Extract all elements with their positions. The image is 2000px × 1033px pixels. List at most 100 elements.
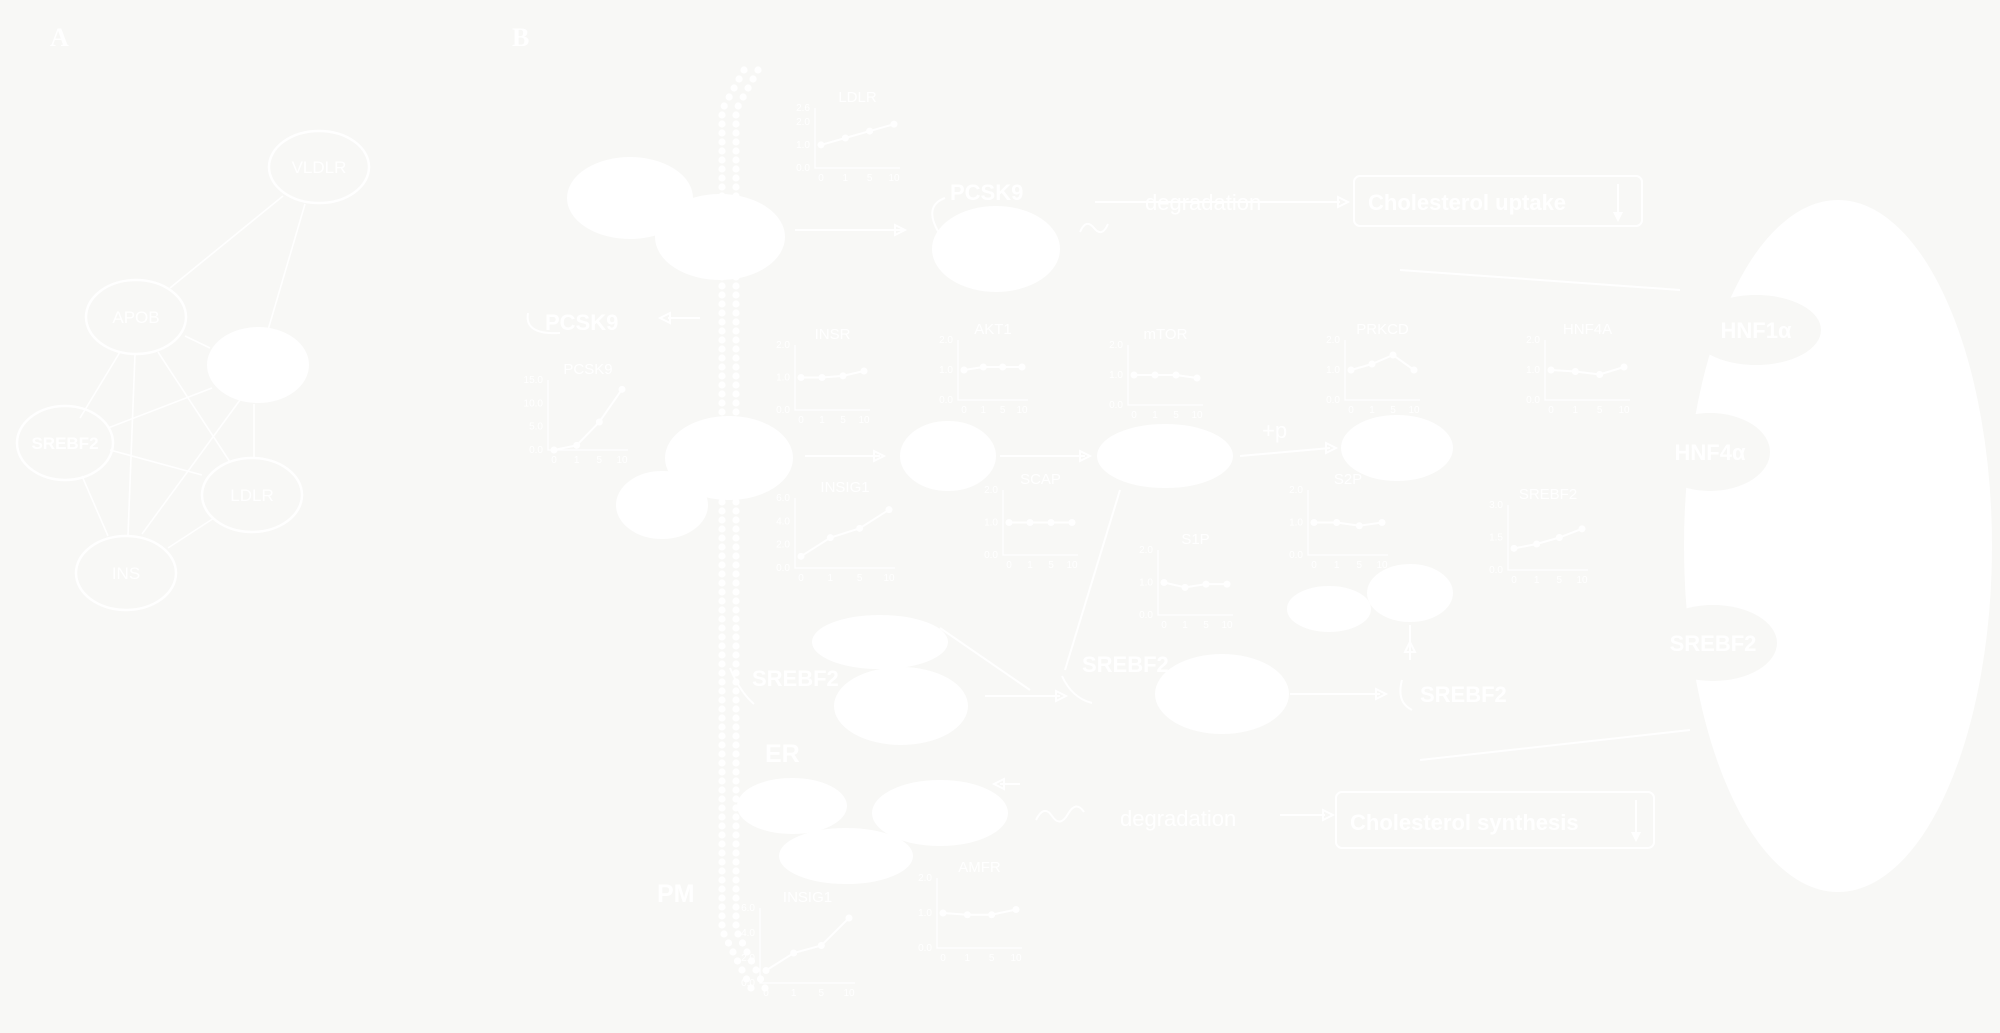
arrow-synthesis-to-nucleus [1419, 729, 1691, 761]
mini-chart-ytick: 0.0 [1526, 395, 1540, 406]
mini-chart-xtick: 1 [1027, 560, 1033, 571]
membrane-bead [761, 984, 769, 992]
membrane-bead [718, 552, 726, 560]
s2p-node [1367, 564, 1453, 622]
s1p-node [1287, 586, 1371, 632]
mini-chart-xtick: 1 [1182, 620, 1188, 631]
mini-chart-point [550, 446, 558, 454]
mini-chart-axes [936, 878, 1022, 949]
mini-chart-point [1130, 371, 1138, 379]
mini-chart-xtick: 1 [1152, 410, 1158, 421]
membrane-bead [718, 867, 726, 875]
nucleus: HNF1α HNF4α SREBF2 [1649, 200, 1992, 892]
node-ins-label: INS [112, 564, 140, 583]
network-node-srebf2: SREBF2 [15, 404, 115, 482]
hnf4a-label: HNF4α [1675, 440, 1746, 465]
arrowhead-receptor-to-pcsk9 [894, 223, 908, 237]
mini-chart-ytick: 1.0 [1139, 578, 1153, 589]
mini-chart-point [1547, 366, 1555, 374]
membrane-bead [732, 660, 740, 668]
mini-chart-xtick: 1 [1573, 405, 1579, 416]
network-node-vldlr: VLDLR [267, 129, 371, 205]
panel-b-letter: B [512, 23, 529, 52]
mini-chart-ytick: 1.0 [984, 518, 998, 529]
mini-chart-xtick: 0 [551, 455, 557, 466]
membrane-bead [718, 723, 726, 731]
mini-chart-point [1620, 363, 1628, 371]
insig1-node-bottom [779, 828, 913, 884]
membrane-bead [732, 786, 740, 794]
golgi-srebf2-node [1155, 654, 1289, 734]
membrane-bead [718, 777, 726, 785]
membrane-bead [732, 741, 740, 749]
srebf2-scap-complex [834, 667, 968, 745]
mini-chart-point [939, 909, 947, 917]
mini-chart-axes [759, 908, 855, 984]
ldlr-receptor-right [655, 194, 785, 280]
membrane-bead [732, 579, 740, 587]
membrane-bead [732, 921, 740, 929]
mini-chart-xtick: 0 [940, 953, 946, 964]
mini-chart-xtick: 10 [1191, 410, 1203, 421]
membrane-bead [718, 327, 726, 335]
srebf2-curl-golgi [1061, 675, 1093, 704]
mini-chart-point [826, 534, 834, 542]
mini-chart-series-line [553, 388, 623, 451]
mini-chart-series-line [942, 908, 1017, 916]
mini-chart-point [841, 134, 849, 142]
mini-chart-point [818, 374, 826, 381]
membrane-bead [724, 939, 733, 947]
mini-chart-ytick: 0.0 [796, 163, 810, 174]
membrane-bead [732, 309, 740, 317]
mini-chart-title: INSIG1 [783, 889, 832, 906]
mini-chart-xtick: 0 [798, 415, 804, 426]
mini-chart-point [999, 363, 1007, 371]
membrane-bead [718, 678, 726, 686]
pcsk9-right-label: PCSK9 [950, 180, 1023, 205]
mini-chart-xtick: 1 [819, 415, 825, 426]
mini-chart-point [1378, 519, 1386, 526]
uptake-down-arrowhead [1613, 212, 1623, 222]
mini-chart-point [817, 942, 825, 949]
mini-chart-ytick: 4.0 [741, 928, 755, 939]
membrane-bead [732, 732, 740, 740]
mini-chart-xtick: 5 [840, 415, 846, 426]
mini-chart-ytick: 2.0 [1109, 340, 1123, 351]
membrane-bead [718, 804, 726, 812]
mini-chart-point [595, 418, 603, 426]
membrane-bead [718, 606, 726, 614]
membrane-bead [718, 714, 726, 722]
membrane-bead [732, 714, 740, 722]
mini-chart-xtick: 0 [1311, 560, 1317, 571]
membrane-bead [718, 129, 726, 137]
membrane-bead [718, 903, 726, 911]
degradation-top-label: degradation [1145, 190, 1261, 215]
membrane-bead [732, 813, 740, 821]
mini-chart-xtick: 10 [883, 573, 895, 584]
membrane-bead [732, 597, 740, 605]
mini-chart-point [1533, 540, 1541, 548]
mini-chart-point [1510, 544, 1518, 552]
membrane-bead [732, 363, 740, 371]
mini-chart-point [890, 120, 898, 128]
mini-chart-series-line [963, 366, 1022, 371]
node-vldlr-shape [267, 129, 371, 205]
mini-chart-ytick: 1.0 [1326, 365, 1340, 376]
scap-insig-complex-top [812, 615, 948, 669]
membrane-bead [732, 669, 740, 677]
mini-chart-point [1047, 519, 1055, 526]
membrane-bead [718, 498, 726, 506]
membrane-bead [732, 903, 740, 911]
mini-chart-title: PRKCD [1356, 321, 1409, 338]
mini-chart-series-line [765, 917, 850, 972]
membrane-bead [718, 381, 726, 389]
pcsk9-left-label: PCSK9 [545, 310, 618, 335]
membrane-bead [744, 84, 752, 92]
mini-chart-ytick: 4.0 [776, 516, 790, 527]
mini-chart-xtick: 0 [1131, 410, 1137, 421]
mini-chart-point [618, 385, 626, 393]
membrane-bead [742, 975, 751, 983]
mini-chart-series-line [800, 508, 890, 558]
